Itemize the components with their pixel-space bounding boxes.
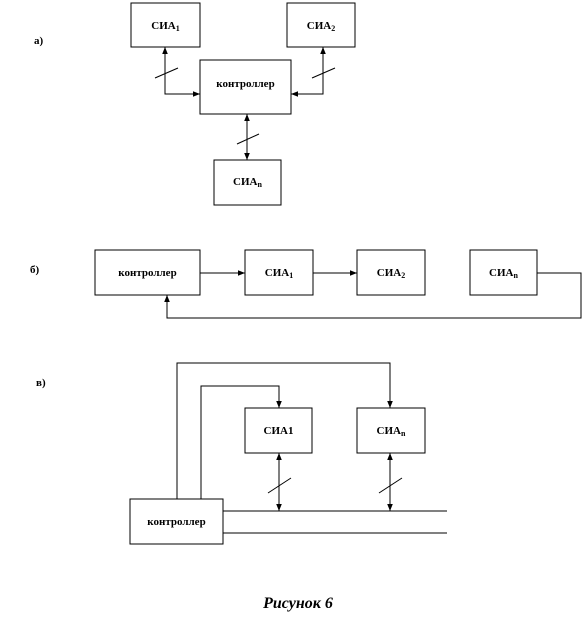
section-a-link-sia2: [291, 47, 326, 97]
section-c-bus-mark-2: [378, 477, 403, 494]
section-b-sian-label: СИАn: [489, 267, 518, 280]
section-c-control-line-sian: [176, 362, 393, 499]
section-a-bus-mark-2: [311, 67, 336, 79]
section-c-sian-box: СИАn: [356, 407, 426, 454]
section-c-controller-label: контроллер: [147, 516, 205, 528]
section-b: б) контроллер СИА1 СИА2 СИАn: [30, 249, 582, 319]
section-a-label: а): [34, 35, 44, 47]
section-a-sia1-box: СИА1: [130, 2, 201, 48]
section-c: в) СИА1 СИАn контроллер: [36, 362, 447, 545]
section-b-controller-label: контроллер: [118, 267, 176, 279]
section-b-sia2-box: СИА2: [356, 249, 426, 296]
section-a-bus-mark-1: [154, 67, 179, 79]
section-a-controller-label: контроллер: [216, 78, 274, 90]
section-c-label: в): [36, 377, 46, 389]
section-b-sia1-label: СИА1: [265, 267, 293, 280]
figure-caption: Рисунок 6: [262, 595, 333, 612]
section-c-sia1-box: СИА1: [244, 407, 313, 454]
section-b-controller-box: контроллер: [94, 249, 201, 296]
section-b-label: б): [30, 264, 40, 276]
section-a-link-sia1: [162, 47, 200, 97]
section-c-controller-box: контроллер: [129, 498, 224, 545]
section-c-sian-label: СИАn: [377, 425, 406, 438]
section-c-sia1-label: СИА1: [264, 425, 294, 437]
section-a-controller-box: контроллер: [199, 59, 292, 115]
section-b-return-loop: [164, 272, 582, 319]
section-a-sia2-box: СИА2: [286, 2, 356, 48]
section-c-bus-mark-1: [267, 477, 292, 494]
section-a-sian-label: СИАn: [233, 176, 262, 189]
section-a-sia1-label: СИА1: [151, 20, 179, 33]
section-b-sia2-label: СИА2: [377, 267, 405, 280]
section-b-sian-box: СИАn: [469, 249, 538, 296]
section-a-sia2-label: СИА2: [307, 20, 335, 33]
section-c-control-line-sia1: [200, 385, 282, 499]
section-a-bus-mark-3: [236, 133, 260, 145]
section-a-sian-box: СИАn: [213, 159, 282, 206]
section-a: а) СИА1 СИА2 контроллер СИАn: [34, 2, 356, 206]
section-b-sia1-box: СИА1: [244, 249, 314, 296]
